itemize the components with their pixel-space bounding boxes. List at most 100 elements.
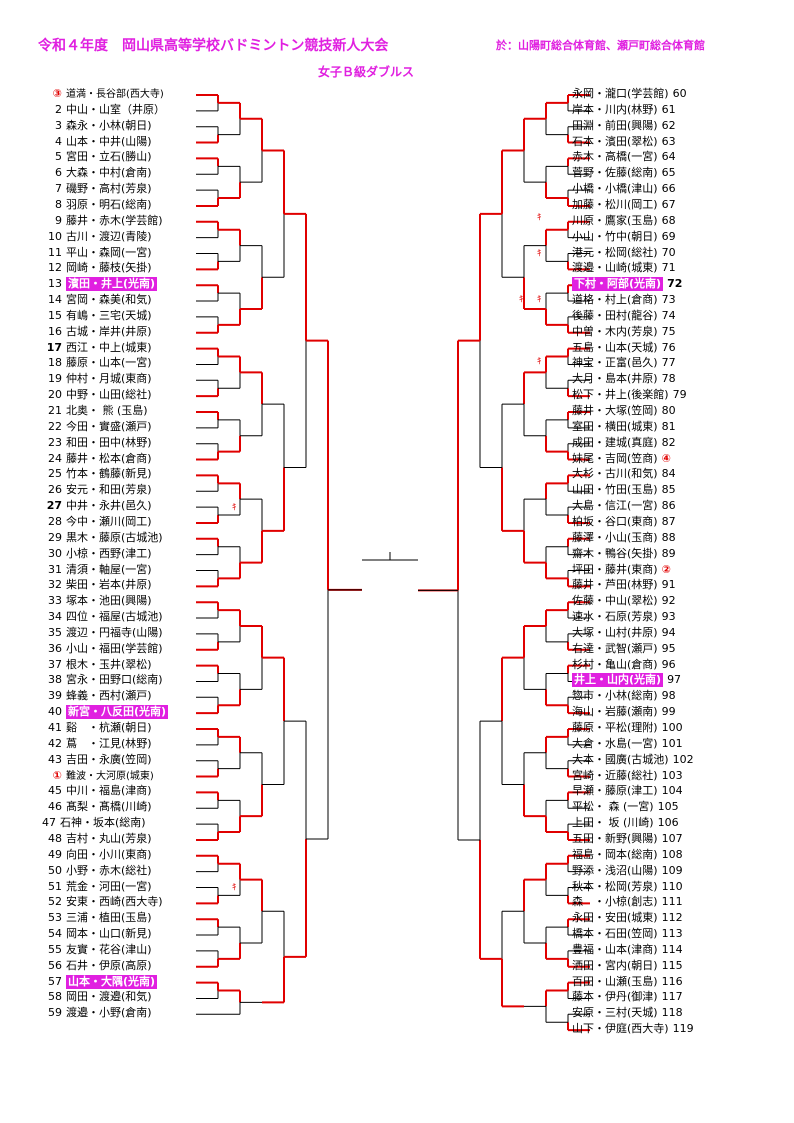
entry-number: 72	[667, 277, 683, 291]
entry-number: 74	[661, 308, 676, 322]
entry-number: 103	[661, 768, 683, 782]
entry-name: 道格・村上(倉商)	[572, 293, 658, 307]
entry-number: 32	[48, 578, 62, 592]
entry-number: 23	[48, 435, 62, 449]
entry-name: 岡崎・藤枝(矢掛)	[66, 261, 152, 275]
entry-row: 井上・山内(光南)97	[572, 673, 792, 688]
entry-row: 海山・岩藤(瀬南)99	[572, 705, 792, 719]
entry-number: 26	[48, 483, 62, 497]
entry-name: 小山・福田(学芸館)	[66, 641, 163, 655]
entry-name: 野添・浅沼(山陽)	[572, 863, 658, 877]
entry-number: 8	[55, 197, 62, 211]
entry-row: 大月・島本(井原)78	[572, 372, 792, 386]
entry-row: 藤井・大塚(笠岡)80	[572, 404, 792, 418]
entry-number: 105	[657, 800, 679, 814]
entry-row: 右達・武智(瀬戸)95	[572, 642, 792, 656]
entry-name: 安元・和田(芳泉)	[66, 483, 152, 497]
entry-name: 惣市・小林(総南)	[572, 689, 658, 703]
entry-row: 坪田・藤井(東商)②	[572, 563, 792, 577]
entry-name: 川原・鷹家(玉島)	[572, 213, 658, 227]
entry-number: 39	[48, 689, 62, 703]
entry-name: 小橋・小橋(津山)	[572, 182, 658, 196]
entry-name: 石井・伊原(高原)	[66, 958, 152, 972]
entry-number: 27	[46, 499, 62, 513]
entry-number: 48	[48, 831, 62, 845]
entry-row: 百田・山瀬(玉島)116	[572, 975, 792, 989]
entry-number: 104	[661, 784, 683, 798]
entry-name: 藤井・芦田(林野)	[572, 578, 658, 592]
entry-name: 岡本・山口(新見)	[66, 927, 152, 941]
entry-name: 大森・中村(倉南)	[66, 166, 152, 180]
entry-name: 福島・岡本(総南)	[572, 847, 658, 861]
entry-number: 28	[48, 514, 62, 528]
entry-name: 大杉・古川(和気)	[572, 467, 658, 481]
entry-number: 42	[48, 736, 62, 750]
entry-number: 96	[661, 657, 676, 671]
entry-number: 118	[661, 1006, 683, 1020]
entry-name: 石本・濱田(翠松)	[572, 134, 658, 148]
entry-number: 73	[661, 293, 676, 307]
entry-row: 松下・井上(後楽館)79	[572, 388, 792, 402]
entry-number: 36	[48, 641, 62, 655]
entry-name: 中曽・木内(芳泉)	[572, 324, 658, 338]
entry-row: 宮崎・近藤(総社)103	[572, 769, 792, 783]
entry-name: 山下・伊庭(西大寺)	[572, 1022, 669, 1036]
entry-row: 神宝・正富(邑久)77	[572, 356, 792, 370]
entry-row: 上田・ 坂 (川崎)106	[572, 816, 792, 830]
entry-name: 友實・花谷(津山)	[66, 942, 152, 956]
entry-row: 早瀬・藤原(津工)104	[572, 784, 792, 798]
entry-number: 85	[661, 483, 676, 497]
entry-row: 下村・阿部(光南)72	[572, 277, 792, 292]
entry-name: 下村・阿部(光南)	[572, 277, 664, 292]
entry-name: 五島・山本(天城)	[572, 340, 658, 354]
entry-name: 藤井・大塚(笠岡)	[572, 404, 658, 417]
entry-number: 106	[657, 816, 679, 830]
entry-number: 24	[48, 451, 62, 465]
entry-row: 石本・濱田(翠松)63	[572, 135, 792, 149]
entry-number: 86	[661, 499, 676, 513]
entry-row: 赤木・高橋(一宮)64	[572, 150, 792, 164]
entry-number: 70	[661, 245, 676, 259]
entry-number: 19	[48, 372, 62, 386]
entry-number: 29	[48, 530, 62, 544]
entry-name: 宮田・立石(勝山)	[66, 150, 152, 164]
entry-number: 25	[48, 467, 62, 481]
entry-number: 37	[48, 657, 62, 671]
entry-number: 71	[661, 261, 676, 275]
entry-name: 藤原・山本(一宮)	[66, 356, 152, 370]
entry-name: 宮永・田野口(総南)	[66, 673, 163, 687]
entry-row: 室田・横田(城東)81	[572, 420, 792, 434]
entry-name: 石神・坂本(総南)	[60, 816, 146, 830]
withdrawal-mark: ｷ	[537, 295, 542, 305]
entry-name: 永岡・瀧口(学芸館)	[572, 87, 669, 100]
entry-name: 羽原・明石(総南)	[66, 197, 152, 211]
entry-number: 50	[48, 863, 62, 877]
entry-number: 57	[48, 974, 62, 988]
entry-number: 69	[661, 229, 676, 243]
entry-row: 岸本・川内(林野)61	[572, 103, 792, 117]
entry-name: 室田・横田(城東)	[572, 419, 658, 433]
entry-number: 111	[661, 895, 683, 909]
entry-row: 妹尾・吉岡(笠商)④	[572, 452, 792, 466]
entry-name: 大塚・山村(井原)	[572, 625, 658, 639]
entry-number: 13	[48, 277, 62, 291]
entry-row: 道格・村上(倉商)73	[572, 293, 792, 307]
